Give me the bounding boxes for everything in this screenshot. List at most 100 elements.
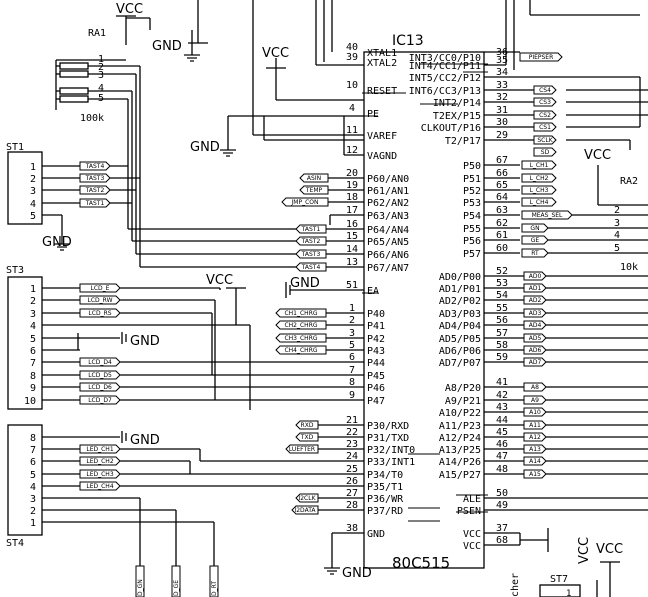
ic-right-pin-number: 66	[496, 168, 508, 179]
ic-right-pin-label: AD3/P03	[439, 309, 481, 320]
ic-right-pin-number: 52	[496, 266, 508, 277]
ic-right-pin-number: 33	[496, 80, 508, 91]
ra2-pin-3: 3	[614, 218, 620, 229]
ic-right-pin-number: 46	[496, 439, 508, 450]
st3-pin-4: 4	[30, 321, 36, 332]
st4-name: ST4	[6, 538, 24, 549]
net-tag-a10: A10	[523, 407, 547, 417]
ic-right-pin-number: 68	[496, 535, 508, 546]
gnd-label-st1: GND	[42, 235, 72, 250]
st1-tag-tast3: TAST3	[79, 173, 111, 183]
ic-left-pin-number: 4	[349, 103, 355, 114]
net-tag-jmp-con: JMP_CON	[281, 197, 329, 207]
ic-left-pin-label: P40	[367, 309, 385, 320]
ic-left-pin-label: P33/INT1	[367, 457, 415, 468]
ic-left-pin-label: P30/RXD	[367, 421, 409, 432]
net-tag-a10-label: A10	[529, 409, 541, 416]
bottom-tag-label: D_GE	[173, 580, 180, 596]
st1-tag-tast1-label: TAST1	[85, 200, 105, 207]
ra1-pin-1: 1	[98, 54, 104, 65]
net-tag-piepser-label: PIEPSER	[529, 54, 554, 61]
st3-pin-2: 2	[30, 296, 36, 307]
ic-right-pin-number: 53	[496, 278, 508, 289]
net-tag-tast1: TAST1	[295, 224, 327, 234]
st3-tag-lcd-rs: LCD_RS	[79, 308, 121, 318]
ic-right-pin-number: 32	[496, 92, 508, 103]
net-tag-i2data-label: I2DATA	[294, 507, 316, 514]
st4-tag-led-ch2-label: LED_CH2	[86, 458, 113, 465]
ic-left-pin-number: 24	[346, 451, 358, 462]
ra2-pin-4: 4	[614, 230, 620, 241]
ic-left-pin-number: 9	[349, 390, 355, 401]
ic-left-pin-number: 13	[346, 257, 358, 268]
net-tag-i2clk-label: I2CLK	[298, 495, 316, 502]
ic-right-pin-label: P53	[463, 198, 481, 209]
net-tag-ch1-chrg-label: CH1_CHRG	[284, 310, 317, 317]
ic-left-pin-number: 21	[346, 415, 358, 426]
net-tag-a12-label: A12	[529, 434, 541, 441]
net-tag-a13-label: A13	[529, 446, 541, 453]
ic-left-pin-number: 20	[346, 168, 358, 179]
ic-left-pin-label: VAREF	[367, 131, 397, 142]
st4-body	[7, 424, 43, 536]
st7-name: ST7	[550, 574, 568, 585]
ic-left-pin-number: 10	[346, 80, 358, 91]
st1-pin-3: 3	[30, 186, 36, 197]
net-tag-sclk-label: SCLK	[537, 137, 553, 144]
ic-right-pin-label: T2EX/P15	[433, 111, 481, 122]
st4-pin-7: 7	[30, 445, 36, 456]
ic-left-pin-number: 2	[349, 315, 355, 326]
ic-left-pin-number: 5	[349, 340, 355, 351]
ic-left-pin-number: 11	[346, 125, 358, 136]
ic-right-pin-label: A10/P22	[439, 408, 481, 419]
ic-left-pin-number: 16	[346, 219, 358, 230]
net-tag-cs2: CS2	[533, 110, 557, 120]
ic-right-pin-number: 48	[496, 464, 508, 475]
ic-left-pin-label: P63/AN3	[367, 211, 409, 222]
ic-left-pin-number: 26	[346, 476, 358, 487]
net-tag-ad7: AD7	[523, 357, 547, 367]
net-tag-sd: SD	[533, 147, 557, 157]
net-tag-a15-label: A15	[529, 471, 541, 478]
net-tag-ad2-label: AD2	[529, 297, 542, 304]
ra2-pin-5: 5	[614, 243, 620, 254]
ic-right-pin-label: A14/P26	[439, 457, 481, 468]
net-tag-tast2-label: TAST2	[301, 238, 321, 245]
st3-pin-8: 8	[30, 371, 36, 382]
ic-left-pin-label: EA	[367, 286, 379, 297]
ic-right-pin-label: ALE	[463, 494, 481, 505]
net-tag-ad6-label: AD6	[529, 347, 542, 354]
st3-tag-lcd-d4-label: LCD_D4	[88, 359, 112, 366]
net-tag-tast3: TAST3	[295, 249, 327, 259]
ic-right-pin-number: 63	[496, 205, 508, 216]
net-tag-cs2-label: CS2	[539, 112, 551, 119]
net-tag-l-ch3: L_CH3	[521, 185, 557, 195]
bottom-tag-d-ge: D_GE	[171, 565, 181, 597]
ic-right-pin-number: 60	[496, 243, 508, 254]
net-tag-jmp-con-label: JMP_CON	[291, 199, 319, 206]
st3-tag-lcd-d7: LCD_D7	[79, 395, 121, 405]
ra1-name: RA1	[88, 28, 106, 39]
st3-tag-lcd-d7-label: LCD_D7	[88, 397, 112, 404]
ic-right-pin-number: 59	[496, 352, 508, 363]
net-tag-i2data: I2DATA	[291, 505, 319, 515]
net-tag-ad2: AD2	[523, 295, 547, 305]
st3-tag-lcd-rw-label: LCD_RW	[87, 297, 112, 304]
net-tag-ch2-chrg: CH2_CHRG	[275, 320, 327, 330]
st3-pin-9: 9	[30, 383, 36, 394]
net-tag-ge: GE	[521, 235, 549, 245]
st1-pin-4: 4	[30, 199, 36, 210]
ic-left-pin-number: 14	[346, 244, 358, 255]
net-tag-ch2-chrg-label: CH2_CHRG	[284, 322, 317, 329]
bottom-tag-label: D_GN	[137, 579, 144, 596]
ra1-value: 100k	[80, 113, 104, 124]
net-tag-ad4: AD4	[523, 320, 547, 330]
ic-right-pin-label: AD1/P01	[439, 284, 481, 295]
net-tag-gn: GN	[521, 223, 549, 233]
st1-pin-5: 5	[30, 211, 36, 222]
net-tag-l-ch1: L_CH1	[521, 160, 557, 170]
net-tag-l-ch2: L_CH2	[521, 173, 557, 183]
ic-left-pin-label: P34/T0	[367, 470, 403, 481]
ic-left-pin-number: 6	[349, 352, 355, 363]
